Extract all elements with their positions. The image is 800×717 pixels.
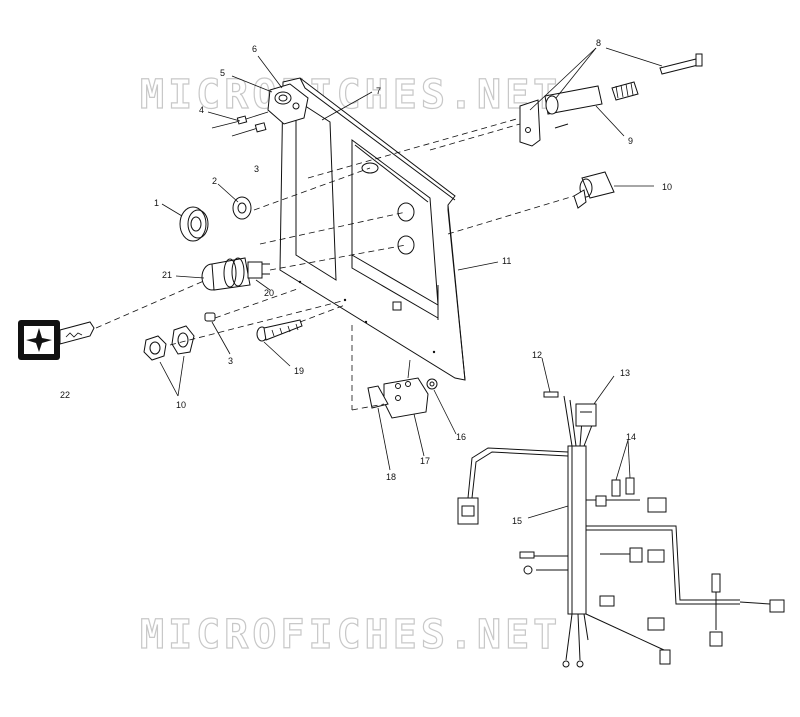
latch-body-9 bbox=[544, 85, 603, 129]
callout-labels: 1 2 3 3 4 5 6 7 8 9 10 10 11 12 13 14 15… bbox=[60, 38, 672, 526]
callout-13: 13 bbox=[620, 368, 630, 378]
callout-6: 6 bbox=[252, 44, 257, 54]
callout-10-toggle: 10 bbox=[662, 182, 672, 192]
panel-ground-wire bbox=[407, 359, 411, 379]
callout-3-top: 3 bbox=[254, 164, 259, 174]
toggle-switch-10 bbox=[573, 171, 615, 209]
watermark-bottom: MICROFICHES.NET bbox=[140, 612, 561, 658]
callout-15: 15 bbox=[512, 516, 522, 526]
callout-8: 8 bbox=[596, 38, 601, 48]
assembly-lines bbox=[95, 117, 575, 411]
callout-19: 19 bbox=[294, 366, 304, 376]
dash-panel bbox=[279, 77, 466, 381]
bulb-wire-4 bbox=[211, 111, 269, 129]
watermark-top: MICROFICHES.NET bbox=[140, 72, 561, 118]
terminal-block-17 bbox=[383, 377, 429, 419]
wiring-harness-15 bbox=[457, 391, 785, 668]
callout-14: 14 bbox=[626, 432, 636, 442]
callout-1: 1 bbox=[154, 198, 159, 208]
ignition-switch-21 bbox=[201, 257, 270, 291]
hex-nut-10 bbox=[143, 335, 167, 361]
callout-10-lower: 10 bbox=[176, 400, 186, 410]
callout-4: 4 bbox=[199, 105, 204, 115]
ignition-key-22 bbox=[18, 320, 95, 360]
callout-18: 18 bbox=[386, 472, 396, 482]
panel-nut-1 bbox=[179, 206, 209, 242]
connector-13 bbox=[575, 403, 597, 427]
callout-12: 12 bbox=[532, 350, 542, 360]
leader-lines bbox=[159, 47, 663, 519]
nut-16 bbox=[426, 378, 438, 390]
callout-21: 21 bbox=[162, 270, 172, 280]
callout-3-lower: 3 bbox=[228, 356, 233, 366]
latch-spring-8 bbox=[611, 81, 639, 101]
callout-2: 2 bbox=[212, 176, 217, 186]
callout-7: 7 bbox=[376, 86, 381, 96]
screw-19 bbox=[256, 319, 303, 342]
callout-22: 22 bbox=[60, 390, 70, 400]
left-harness-plug bbox=[457, 497, 479, 525]
lock-washer-2 bbox=[232, 196, 252, 220]
bracket-18 bbox=[367, 385, 389, 409]
latch-pin-8 bbox=[659, 53, 703, 75]
callout-17: 17 bbox=[420, 456, 430, 466]
callout-9: 9 bbox=[628, 136, 633, 146]
callout-20: 20 bbox=[264, 288, 274, 298]
callout-5: 5 bbox=[220, 68, 225, 78]
latch-bracket-8 bbox=[519, 99, 541, 147]
bulb-3-lower bbox=[204, 312, 216, 322]
connector-14-right bbox=[647, 497, 667, 513]
callout-16: 16 bbox=[456, 432, 466, 442]
callout-11: 11 bbox=[502, 256, 511, 266]
wire-terminal-12 bbox=[543, 391, 559, 398]
mounting-plate-10 bbox=[171, 325, 195, 355]
indicator-bracket bbox=[267, 83, 309, 125]
bulb-3-top bbox=[231, 122, 267, 137]
